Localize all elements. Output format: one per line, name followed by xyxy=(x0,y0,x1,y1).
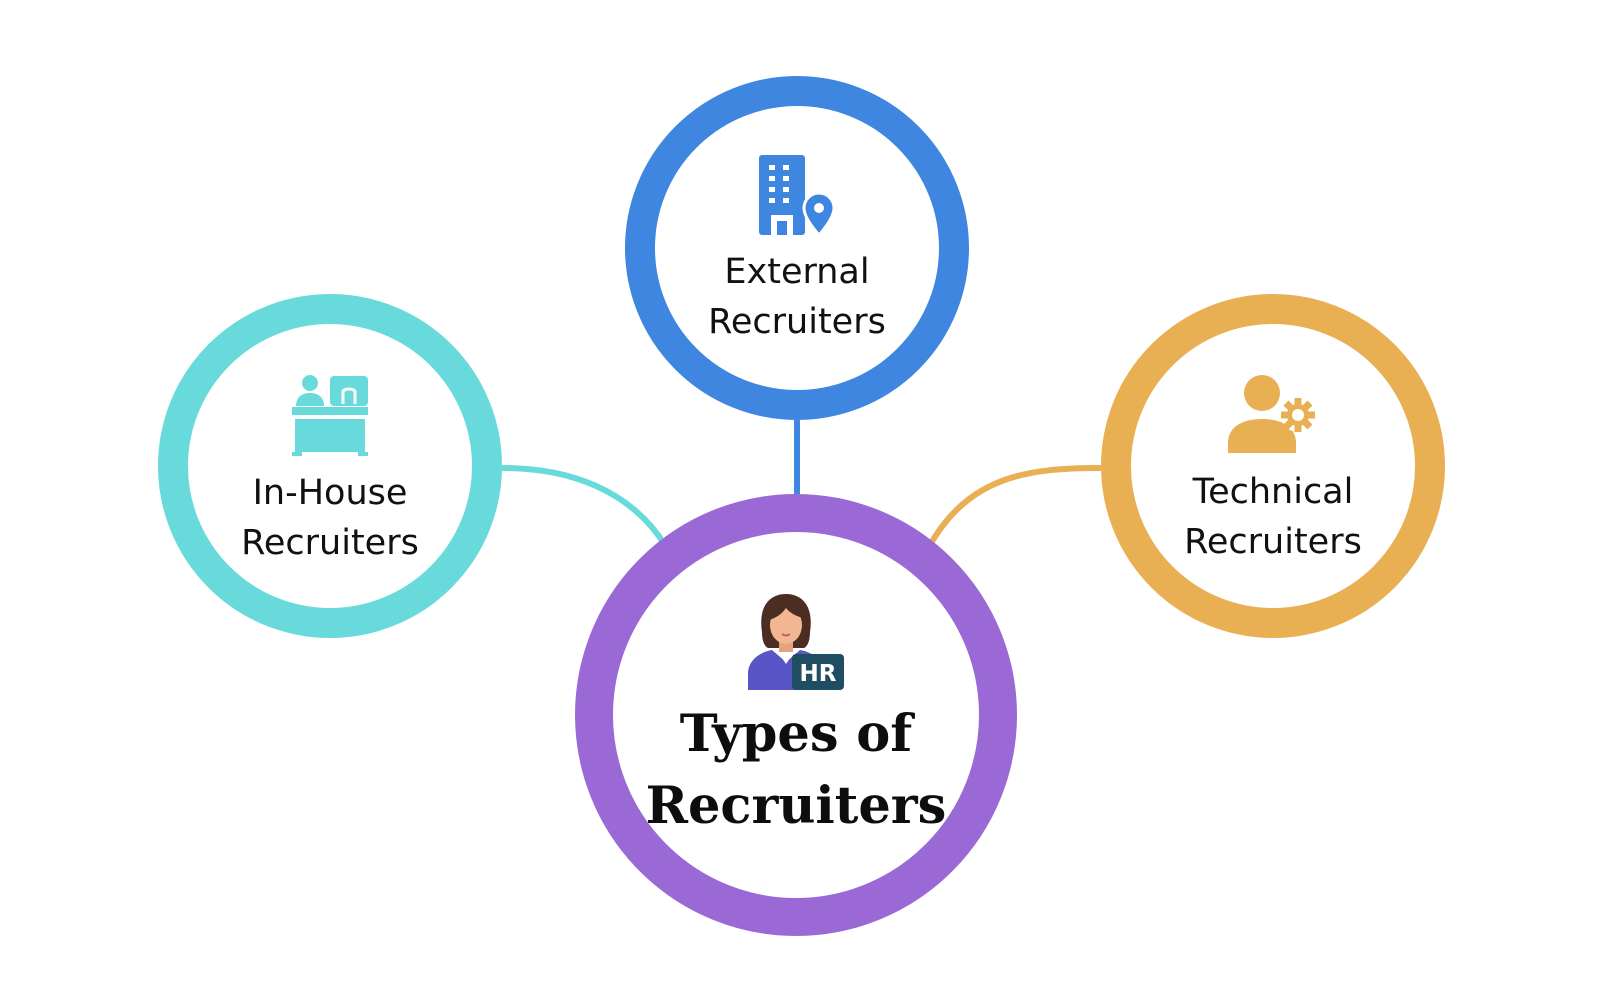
node-external-recruiters: External Recruiters xyxy=(625,76,969,420)
node-center-types-of-recruiters: HR Types of Recruiters xyxy=(575,494,1017,936)
node-label-line2: Recruiters xyxy=(708,302,886,342)
hr-recruiter-icon: HR xyxy=(748,594,844,690)
node-label-line2: Recruiters xyxy=(241,523,419,563)
node-label-line1: External xyxy=(724,252,870,292)
user-gear-icon xyxy=(1228,375,1315,453)
connector-in-house xyxy=(501,465,668,547)
desk-worker-icon xyxy=(292,375,368,456)
building-location-icon xyxy=(759,155,836,237)
node-in-house-recruiters: In-House Recruiters xyxy=(158,294,502,638)
node-label-line2: Recruiters xyxy=(1184,522,1362,562)
center-title-line1: Types of xyxy=(679,704,913,764)
hr-badge-text: HR xyxy=(800,661,837,687)
node-technical-recruiters: Technical Recruiters xyxy=(1101,294,1445,638)
node-label-line1: In-House xyxy=(252,473,408,513)
connector-technical xyxy=(927,465,1102,547)
center-title-line2: Recruiters xyxy=(645,776,947,836)
node-label-line1: Technical xyxy=(1192,472,1354,512)
